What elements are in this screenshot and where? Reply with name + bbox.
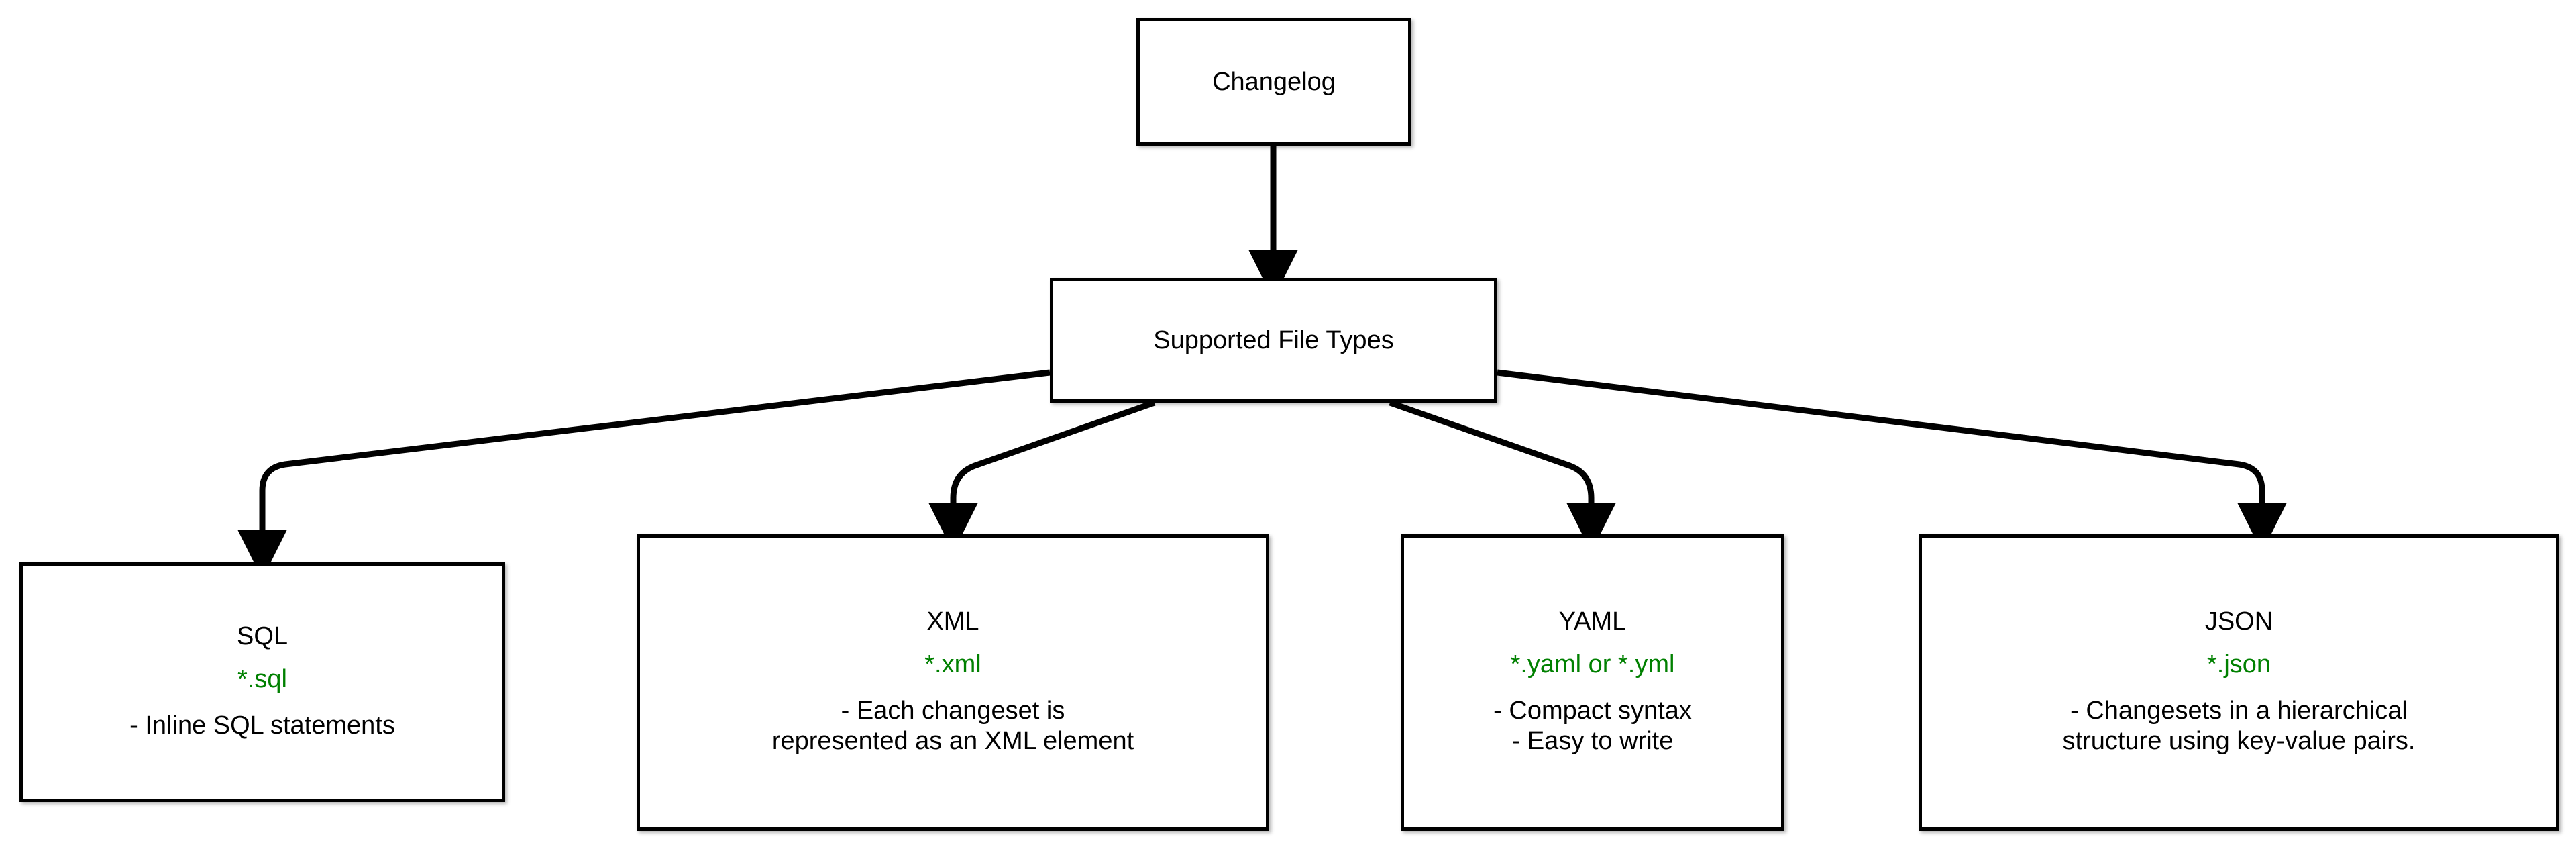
node-json-description-line-2: structure using key-value pairs. (2062, 727, 2416, 755)
node-sql-description-line-1: - Inline SQL statements (129, 711, 395, 740)
node-xml[interactable]: XML *.xml - Each changeset is represente… (637, 534, 1269, 831)
node-yaml-extension: *.yaml or *.yml (1510, 650, 1675, 679)
node-yaml-title: YAML (1558, 607, 1627, 636)
edge-supported-to-xml (928, 399, 1156, 552)
node-json[interactable]: JSON *.json - Changesets in a hierarchic… (1919, 534, 2559, 831)
node-yaml-description-line-1: - Compact syntax (1493, 697, 1692, 725)
node-sql-title: SQL (236, 622, 288, 651)
node-yaml[interactable]: YAML *.yaml or *.yml - Compact syntax - … (1401, 534, 1784, 831)
node-supported-file-types[interactable]: Supported File Types (1050, 278, 1497, 403)
node-xml-description-line-1: - Each changeset is (841, 697, 1065, 725)
node-changelog-title: Changelog (1212, 68, 1336, 96)
node-sql-extension: *.sql (237, 665, 287, 694)
edge-supported-to-yaml (1389, 399, 1616, 552)
node-xml-description-line-2: represented as an XML element (771, 727, 1134, 755)
node-json-title: JSON (2204, 607, 2273, 636)
edge-supported-to-json (1497, 369, 2287, 552)
node-json-description-line-1: - Changesets in a hierarchical (2070, 697, 2408, 725)
node-sql[interactable]: SQL *.sql - Inline SQL statements (19, 562, 505, 802)
edge-supported-to-sql (237, 369, 1051, 579)
node-xml-title: XML (926, 607, 979, 636)
node-xml-extension: *.xml (924, 650, 981, 679)
node-supported-file-types-title: Supported File Types (1153, 326, 1394, 354)
node-yaml-description-line-2: - Easy to write (1511, 727, 1674, 755)
node-json-extension: *.json (2206, 650, 2271, 679)
node-changelog[interactable]: Changelog (1136, 18, 1411, 146)
